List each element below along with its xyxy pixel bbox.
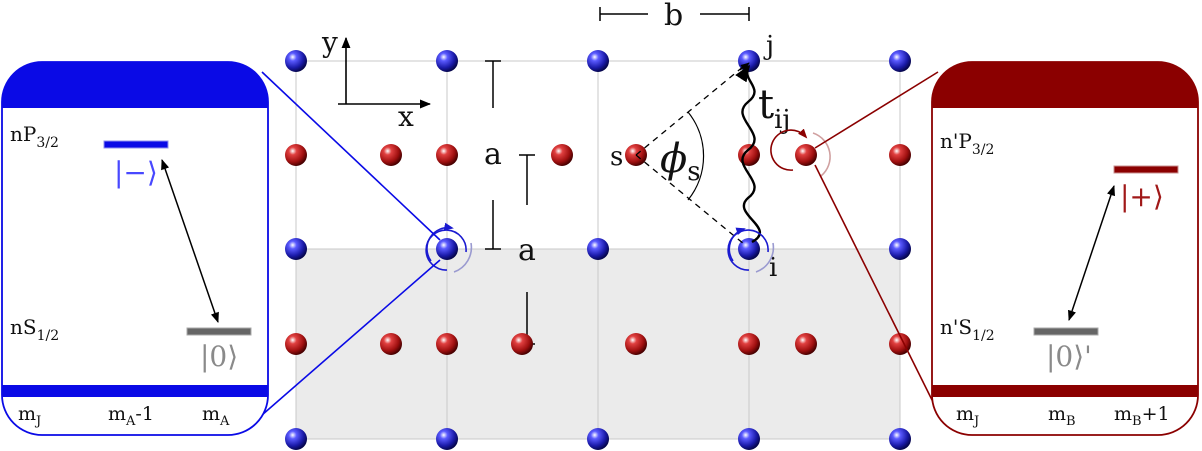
left-footer-label-2: mA-1: [108, 403, 154, 429]
right-transition-arrow: [1068, 185, 1115, 321]
spacing-label-a-lower: a: [518, 233, 536, 268]
zero-state-bar-left: [186, 327, 252, 336]
spacing-label-a-upper: a: [484, 137, 502, 172]
blue-atom-14: [889, 428, 911, 450]
red-atom-2: [436, 144, 458, 166]
red-atom-12: [625, 333, 647, 355]
blue-atom-5: [285, 238, 307, 260]
red-atom-6: [795, 144, 817, 166]
left-footer-label-1: mJ: [18, 403, 41, 429]
site-label-i: i: [769, 253, 777, 283]
left-panel-footer-band: [2, 385, 268, 397]
zero-state-label-right: |0⟩': [1046, 340, 1092, 373]
red-atom-9: [380, 333, 402, 355]
left-footer-label-3: mA: [202, 403, 230, 429]
blue-atom-12: [587, 428, 609, 450]
red-atom-10: [436, 333, 458, 355]
red-atom-5: [738, 144, 760, 166]
right-lower-level-label: n'S1/2: [940, 315, 995, 344]
x-axis-label: x: [398, 100, 414, 133]
zero-state-bar-right: [1033, 327, 1099, 336]
blue-atom-0: [285, 50, 307, 72]
y-axis-label: y: [321, 26, 338, 59]
red-atom-14: [795, 333, 817, 355]
left-connector-bottom: [261, 259, 441, 416]
minus-state-bar: [103, 140, 169, 149]
red-atom-3: [551, 144, 573, 166]
red-polarization-circle: [770, 128, 831, 177]
right-level-panel: n'P3/2 n'S1/2 |+⟩ |0⟩' mJ mB mB+1: [931, 61, 1199, 436]
hopping-wavy-line: [735, 64, 761, 244]
blue-atom-4: [889, 50, 911, 72]
blue-atom-11: [436, 428, 458, 450]
blue-atom-9: [889, 238, 911, 260]
right-upper-level-label: n'P3/2: [940, 129, 994, 158]
right-footer-label-3: mB+1: [1114, 403, 1170, 429]
blue-atom-6: [436, 238, 458, 260]
plus-state-bar: [1113, 165, 1179, 174]
red-atom-0: [285, 144, 307, 166]
left-upper-level-label: nP3/2: [10, 122, 59, 151]
site-label-s: s: [610, 142, 623, 172]
red-atom-13: [738, 333, 760, 355]
spacing-label-b: b: [664, 0, 683, 33]
blue-atom-8: [738, 238, 760, 260]
right-connector-bottom: [814, 164, 939, 413]
right-panel-header-band: [932, 62, 1198, 108]
zero-state-label-left: |0⟩: [200, 340, 238, 373]
left-connector-top: [261, 71, 441, 241]
red-atom-8: [285, 333, 307, 355]
red-atom-1: [380, 144, 402, 166]
red-atom-11: [511, 333, 533, 355]
right-panel-footer-band: [932, 385, 1198, 397]
left-transition-arrow: [161, 159, 219, 323]
blue-atom-10: [285, 428, 307, 450]
left-panel-header-band: [2, 62, 268, 108]
blue-atom-2: [587, 50, 609, 72]
left-level-panel: nP3/2 nS1/2 |−⟩ |0⟩ mJ mA-1 mA: [1, 61, 269, 436]
spacing-markers: [485, 7, 750, 345]
red-atom-15: [889, 333, 911, 355]
atom-lattice: [285, 50, 911, 450]
phase-label: ϕs: [660, 136, 701, 187]
blue-polarization-circle-right: [727, 227, 775, 273]
minus-state-label: |−⟩: [114, 156, 158, 189]
left-lower-level-label: nS1/2: [10, 315, 59, 344]
site-label-j: j: [763, 31, 774, 61]
plaquette-triangle: [635, 65, 745, 245]
blue-atom-1: [436, 50, 458, 72]
coordinate-axes: y x: [321, 26, 432, 133]
red-atom-7: [889, 144, 911, 166]
blue-atom-13: [738, 428, 760, 450]
plus-state-label: |+⟩: [1120, 180, 1164, 213]
right-footer-label-1: mJ: [956, 403, 979, 429]
right-footer-label-2: mB: [1048, 403, 1076, 429]
hopping-label: tij: [758, 82, 790, 135]
blue-atom-7: [587, 238, 609, 260]
right-connector-top: [814, 71, 939, 149]
